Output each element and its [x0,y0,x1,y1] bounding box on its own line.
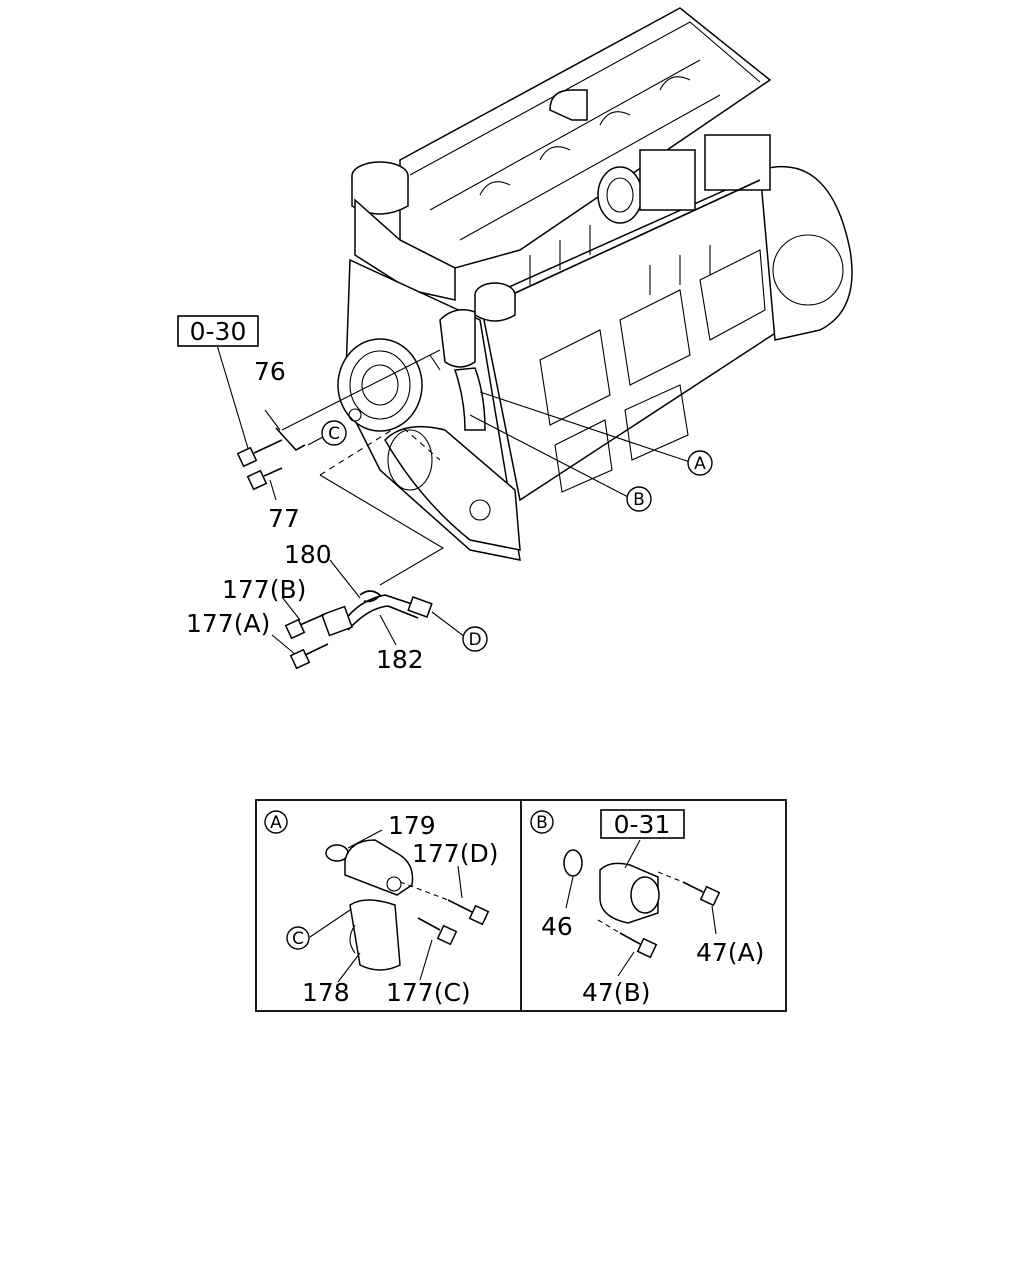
detail-frame [255,799,787,1012]
part-label-177b: 177(B) [222,575,306,604]
part-label-178: 178 [302,978,350,1007]
callout-b-label: B [633,490,645,510]
part-label-177d: 177(D) [412,839,498,868]
callout-c: C [321,420,347,446]
part-label-47b: 47(B) [582,978,650,1007]
ref-box-0-31-label: 0-31 [614,810,671,839]
part-label-46: 46 [541,912,573,941]
part-label-47a: 47(A) [696,938,764,967]
detail-b-panel: B 0-31 46 47(A) 47(B) [530,809,764,1007]
main-leader-lines [216,344,691,656]
part-label-180: 180 [284,540,332,569]
callout-d: D [462,626,488,652]
callout-d-label: D [468,630,481,650]
callout-b: B [626,486,652,512]
part-label-182: 182 [376,645,424,674]
callout-a: A [687,450,713,476]
engine-illustration [337,7,853,561]
part-label-177c: 177(C) [386,978,471,1007]
detail-a-marker: A [270,813,282,833]
detail-a-panel: A C 179 177(D) 178 177(C) [264,810,498,1007]
ref-box-0-30: 0-30 [177,315,259,347]
part-label-76: 76 [254,357,286,386]
callout-c-label: C [328,424,340,444]
part-label-177a: 177(A) [186,609,270,638]
main-view-parts [236,427,433,670]
detail-b-marker: B [536,813,548,833]
part-label-179: 179 [388,811,436,840]
detail-a-c-marker: C [292,929,304,949]
ref-box-0-30-label: 0-30 [190,317,247,346]
callout-a-label: A [694,454,706,474]
part-label-77: 77 [268,504,300,533]
